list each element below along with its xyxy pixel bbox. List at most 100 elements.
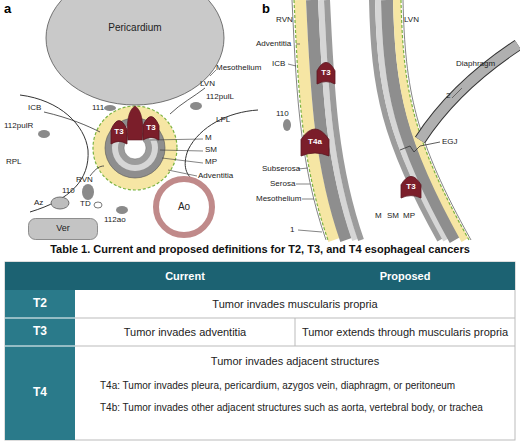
anatomy-label: 112pulL: [206, 93, 234, 102]
tumor-label: T3: [400, 183, 422, 192]
table-header: Proposed: [295, 262, 515, 290]
anatomy-label: 110: [276, 110, 289, 119]
lymph-node: [104, 105, 116, 111]
anatomy-label: 111: [92, 104, 104, 113]
anatomy-label: Az: [34, 199, 43, 208]
tumor-shape: T3: [316, 60, 336, 84]
table-rule: [5, 318, 75, 319]
vertebra-shape: Ver: [28, 218, 98, 240]
anatomy-label: RVN: [76, 176, 93, 185]
table-title: Table 1. Current and proposed definition…: [0, 243, 520, 255]
junction-zigzag: [400, 142, 440, 152]
structure-label: Ver: [28, 224, 98, 234]
lymph-node: [38, 130, 50, 138]
leader-line: [296, 184, 310, 185]
anatomy-label: SM: [387, 212, 399, 221]
tumor-label: T3: [316, 69, 336, 78]
mucosa-layer: [327, 0, 361, 240]
tumor-shape: [401, 176, 421, 198]
leader-line: [162, 158, 203, 163]
table-rule: [295, 318, 296, 346]
pericardium-shape: [46, 0, 224, 105]
pleura-line: [20, 95, 88, 212]
tumor-label: T4a: [300, 138, 330, 147]
leader-line: [288, 64, 296, 66]
table-cell: Tumor invades adjacent structures: [75, 352, 515, 370]
anatomy-label: 112pulR: [4, 122, 33, 131]
node-outline: [45, 0, 225, 106]
anatomy-label: 2: [446, 92, 450, 101]
table-cell: T4: [5, 346, 75, 440]
anatomy-label: Diaphragm: [456, 60, 495, 69]
anatomy-label: LVN: [200, 80, 215, 89]
pleura-line: [185, 110, 258, 182]
table-header-band: [5, 262, 515, 290]
tumor-shape: [127, 106, 142, 140]
lymph-node: [82, 184, 94, 200]
anatomy-label: SM: [205, 146, 217, 155]
azygos-vein: [51, 197, 69, 209]
leader-line: [168, 170, 197, 176]
anatomy-label: LPL: [216, 116, 230, 125]
adventitia-layer: [93, 106, 177, 190]
table-header: Current: [75, 262, 295, 290]
anatomy-label: Mesothelium: [256, 195, 301, 204]
anatomy-label: M: [375, 212, 382, 221]
anatomy-label: Adventitia: [256, 40, 291, 49]
vertebra-shape: [29, 219, 98, 240]
structure-label: Pericardium: [45, 22, 225, 33]
anatomy-label: 112ao: [104, 216, 126, 225]
lymph-node: [116, 206, 128, 214]
lymph-node: [283, 119, 291, 131]
bronchial-line: [44, 112, 100, 132]
anatomy-label: ICB: [272, 60, 285, 69]
table-cell: Tumor extends through muscularis propria: [295, 318, 515, 346]
tumor-shape: T3: [110, 118, 128, 144]
tumor-shape: [143, 117, 159, 140]
tumor-label: T3: [142, 124, 160, 133]
nerve-line: [90, 166, 104, 176]
anatomy-label: RVN: [276, 16, 293, 25]
table-cell: Tumor invades muscularis propria: [75, 290, 515, 318]
leader-line: [302, 199, 314, 200]
thoracic-duct: [94, 202, 102, 208]
table-rule: [5, 346, 75, 347]
diaphragm-band: [420, 45, 518, 140]
anatomy-label: RPL: [6, 158, 22, 167]
tumor-shape: [317, 62, 335, 84]
pericardium-shape: Pericardium: [45, 0, 225, 106]
mesothelium-line: [292, 0, 326, 240]
tumor-label: T3: [110, 128, 128, 137]
diaphragm-outline: [420, 45, 518, 140]
structure-label: Ao: [153, 201, 215, 212]
table-cell: T4b: Tumor invades other adjacent struct…: [100, 398, 512, 416]
anatomy-label: LVN: [404, 16, 419, 25]
leader-line: [160, 150, 203, 151]
anatomy-label: Adventitia: [198, 172, 233, 181]
anatomy-label: Serosa: [270, 180, 295, 189]
leader-line: [298, 230, 322, 232]
adventitia-border: [294, 0, 328, 240]
anatomy-label: MP: [403, 212, 415, 221]
table-cell: T2: [5, 290, 75, 318]
aorta-circle: Ao: [153, 176, 215, 238]
table-frame: [5, 262, 515, 440]
tumor-shape: T4a: [300, 126, 330, 156]
leader-line: [296, 44, 300, 45]
anatomy-label: EGJ: [442, 138, 458, 147]
anatomy-label: MP: [205, 158, 217, 167]
anatomy-label: 1: [290, 226, 294, 235]
anatomy-label: Mesothelium: [216, 64, 261, 73]
leader-line: [452, 88, 462, 98]
anatomy-label: ICB: [28, 104, 41, 113]
anatomy-label: 110: [62, 187, 75, 196]
table-cell: T3: [5, 318, 75, 346]
anatomy-label: M: [205, 134, 212, 143]
panel-letter: a: [4, 2, 11, 16]
panel-letter: b: [262, 2, 270, 16]
tumor-shape: [111, 121, 127, 144]
tumor-shape: T3: [400, 174, 422, 198]
tumor-shape: T3: [142, 114, 160, 140]
